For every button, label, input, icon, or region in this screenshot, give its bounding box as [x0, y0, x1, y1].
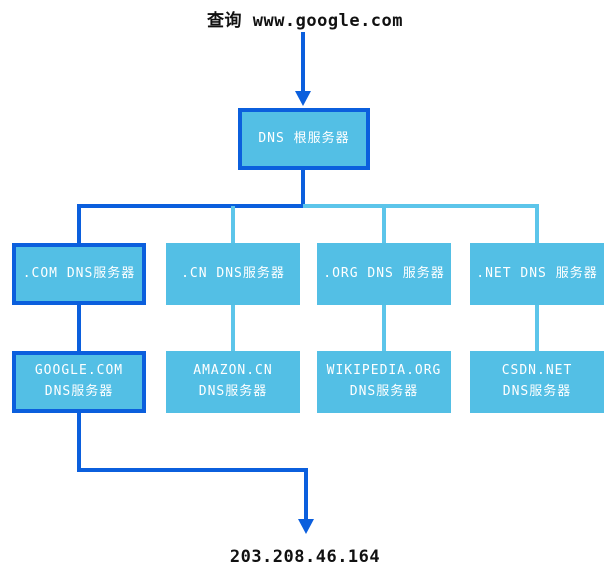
connector-cn-amazon: [231, 305, 235, 351]
connector-result-vertical-right: [304, 468, 308, 520]
connector-drop-com: [77, 204, 81, 243]
connector-org-wikipedia: [382, 305, 386, 351]
node-dns-root-server: DNS 根服务器: [238, 108, 370, 170]
node-label: .CN DNS服务器: [181, 265, 285, 281]
node-auth-google-com: GOOGLE.COM DNS服务器: [12, 351, 146, 413]
node-auth-amazon-cn: AMAZON.CN DNS服务器: [166, 351, 300, 413]
connector-drop-org: [382, 206, 386, 245]
node-tld-com: .COM DNS服务器: [12, 243, 146, 305]
result-arrowhead-icon: [298, 519, 314, 534]
node-label-line2: DNS服务器: [44, 384, 114, 399]
node-label-line2: DNS服务器: [349, 384, 419, 399]
node-label-line1: WIKIPEDIA.ORG: [326, 363, 442, 379]
query-arrow-line: [301, 32, 305, 93]
node-auth-csdn-net: CSDN.NET DNS服务器: [470, 351, 604, 413]
connector-drop-cn: [231, 206, 235, 245]
connector-net-csdn: [535, 305, 539, 351]
connector-trunk-highlight: [77, 204, 305, 208]
node-label: .COM DNS服务器: [22, 265, 136, 281]
connector-drop-net: [535, 206, 539, 245]
connector-root-stub: [301, 170, 305, 208]
result-ip-label: 203.208.46.164: [229, 547, 381, 567]
node-label: DNS 根服务器: [258, 130, 350, 146]
node-tld-net: .NET DNS 服务器: [470, 243, 604, 305]
node-label: .ORG DNS 服务器: [323, 265, 445, 281]
query-arrowhead-icon: [295, 91, 311, 106]
node-label-line1: AMAZON.CN: [193, 363, 273, 379]
node-label-line1: CSDN.NET: [501, 363, 573, 379]
connector-result-vertical-left: [77, 413, 81, 472]
node-tld-org: .ORG DNS 服务器: [317, 243, 451, 305]
node-tld-cn: .CN DNS服务器: [166, 243, 300, 305]
node-label-line2: DNS服务器: [502, 384, 572, 399]
node-label: .NET DNS 服务器: [476, 265, 598, 281]
node-label-line2: DNS服务器: [198, 384, 268, 399]
connector-result-horizontal: [77, 468, 308, 472]
node-label-line1: GOOGLE.COM: [34, 363, 124, 379]
node-auth-wikipedia-org: WIKIPEDIA.ORG DNS服务器: [317, 351, 451, 413]
query-label: 查询 www.google.com: [206, 11, 404, 31]
connector-trunk: [303, 204, 539, 208]
connector-com-google: [77, 305, 81, 351]
